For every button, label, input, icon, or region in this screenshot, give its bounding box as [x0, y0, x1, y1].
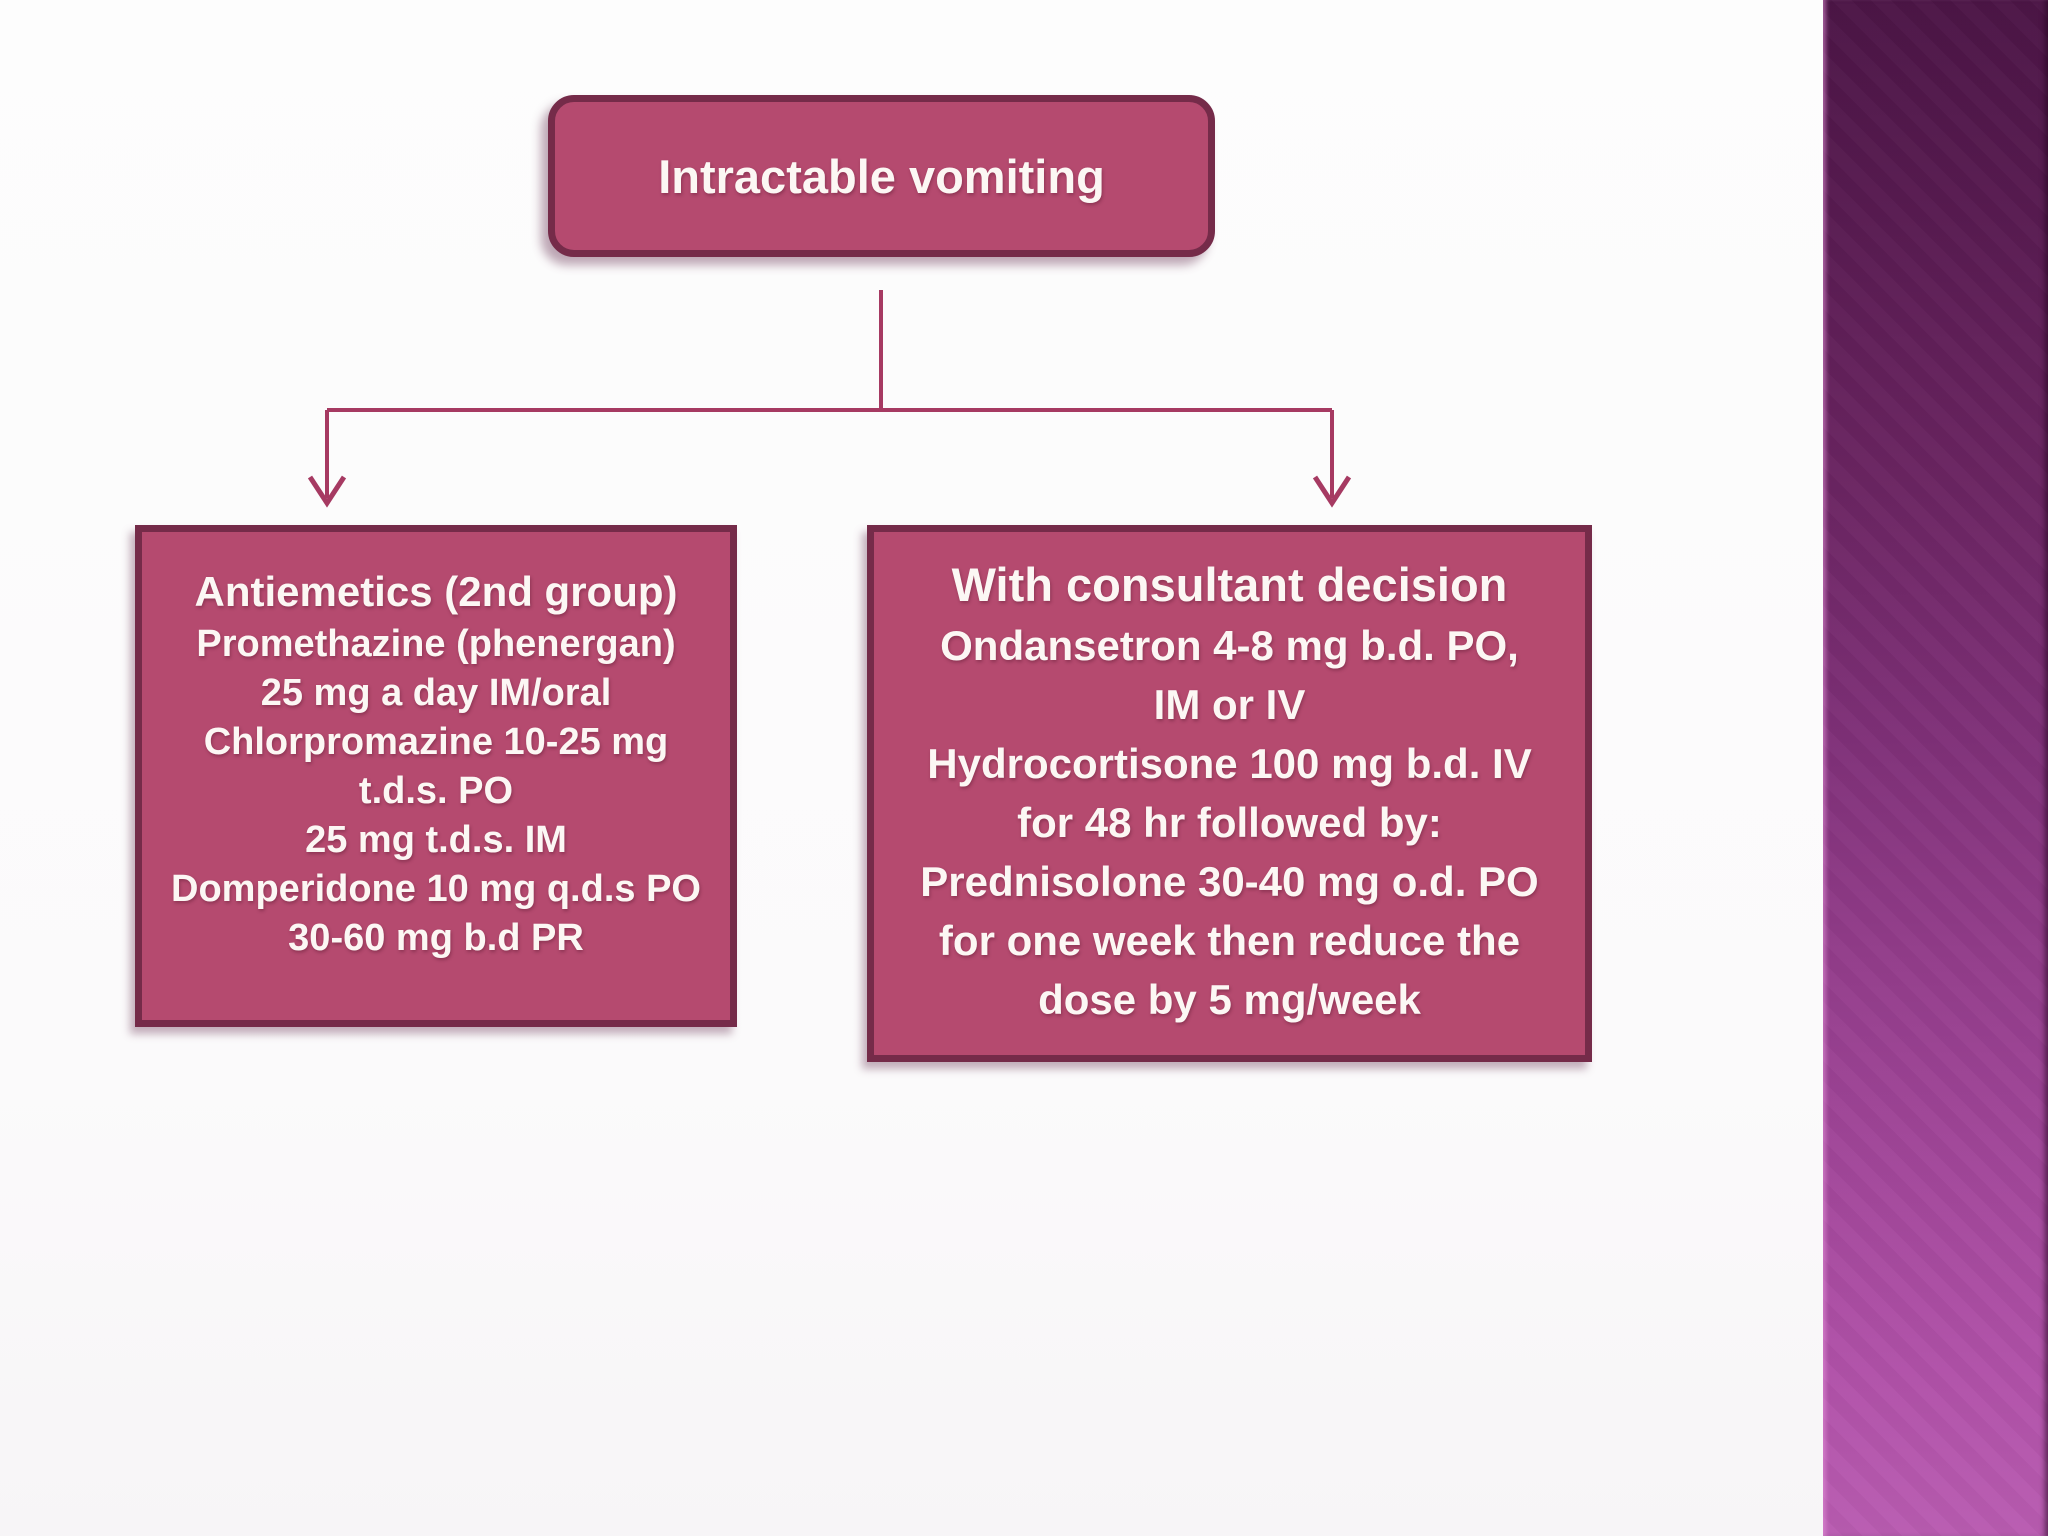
node-line: 30-60 mg b.d PR: [288, 917, 584, 959]
branch-title: With consultant decision: [951, 558, 1508, 611]
node-line: for one week then reduce the: [938, 917, 1521, 964]
node-line: 25 mg a day IM/oral: [260, 672, 612, 714]
node-line: Prednisolone 30-40 mg o.d. PO: [920, 858, 1539, 905]
node-line: for 48 hr followed by:: [1017, 799, 1442, 846]
node-line: Chlorpromazine 10-25 mg: [203, 721, 669, 763]
node-line: Promethazine (phenergan): [196, 623, 676, 665]
node-line: dose by 5 mg/week: [1038, 976, 1421, 1023]
node-line: Domperidone 10 mg q.d.s PO: [171, 868, 701, 910]
node-line: Hydrocortisone 100 mg b.d. IV: [927, 740, 1532, 787]
node-line: 25 mg t.d.s. IM: [305, 819, 567, 861]
root-node-label: Intractable vomiting: [658, 149, 1105, 203]
arrowhead-right-icon: [1312, 475, 1352, 508]
branch-title: Antiemetics (2nd group): [194, 568, 678, 615]
node-consultant-decision: With consultant decision Ondansetron 4-8…: [867, 525, 1592, 1062]
node-line: Ondansetron 4-8 mg b.d. PO,: [940, 622, 1519, 669]
arrowhead-left-icon: [307, 475, 347, 508]
node-intractable-vomiting: Intractable vomiting: [548, 95, 1215, 257]
node-line: t.d.s. PO: [358, 770, 514, 812]
node-antiemetics: Antiemetics (2nd group) Promethazine (ph…: [135, 525, 737, 1027]
gradient-accent-bar: [1823, 0, 2048, 1536]
node-line: IM or IV: [1153, 681, 1306, 728]
